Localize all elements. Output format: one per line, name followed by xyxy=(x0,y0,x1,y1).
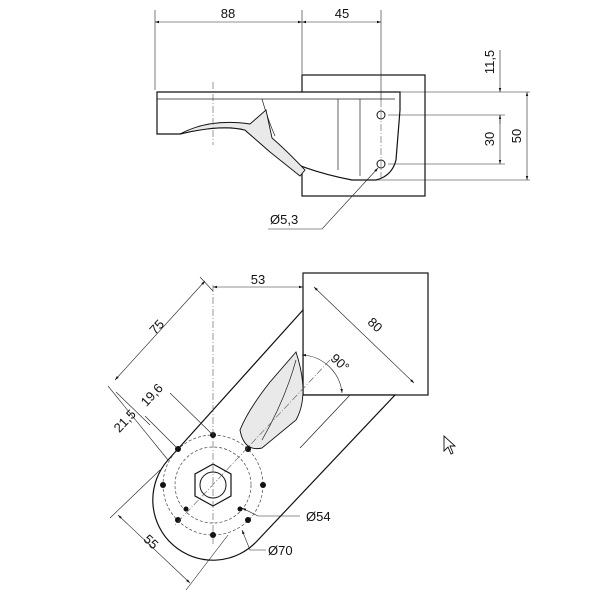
top-arm-pocket-inner xyxy=(261,359,297,441)
dim-line-55 xyxy=(117,514,191,584)
dim-line-75 xyxy=(114,280,206,381)
hub-bolt-hole xyxy=(245,517,251,523)
hub-bolt-hole xyxy=(260,482,266,488)
top-view: 53 75 80 90° 21,5 19,6 55 Ø54 Ø70 xyxy=(107,272,429,591)
dim-19-6-label: 19,6 xyxy=(138,381,166,410)
dim-30-label: 30 xyxy=(482,132,497,146)
angle-90-label: 90° xyxy=(328,351,353,375)
hub-bolt-hole xyxy=(160,482,166,488)
dim-50-label: 50 xyxy=(509,129,524,143)
side-view: 88 45 11,5 30 50 Ø5,3 xyxy=(154,6,530,230)
dim-line-21-5 xyxy=(115,391,151,426)
dim-75-label: 75 xyxy=(146,317,167,338)
dim-45-label: 45 xyxy=(335,6,349,21)
dim-21-5-label: 21,5 xyxy=(111,407,139,436)
leader-bolt-circle-70 xyxy=(241,529,266,551)
dim-80-label: 80 xyxy=(365,314,386,335)
side-arm-body xyxy=(156,91,401,181)
angle-arc-90 xyxy=(301,353,343,394)
mouse-pointer-icon xyxy=(443,434,457,455)
leader-bolt-circle-54 xyxy=(241,507,300,517)
hub-bolt-hole-inner xyxy=(183,506,189,512)
side-arm-web xyxy=(179,109,306,177)
hub-bolt-hole xyxy=(245,446,251,452)
dim-bolt-circle-54-label: Ø54 xyxy=(306,509,331,524)
dim-55-label: 55 xyxy=(141,531,162,552)
hub-bolt-circle-54 xyxy=(174,446,252,524)
hub-bolt-hole-inner xyxy=(237,506,243,512)
dim-88-label: 88 xyxy=(221,6,235,21)
top-mount-plate xyxy=(302,272,429,396)
top-arm-ridge xyxy=(299,394,351,449)
dim-hole-dia-label: Ø5,3 xyxy=(270,212,298,227)
dim-53-label: 53 xyxy=(251,272,265,287)
dim-line-80 xyxy=(313,286,415,384)
leader-hole-dia xyxy=(268,167,379,230)
dim-11-5-label: 11,5 xyxy=(482,50,497,74)
dim-bolt-circle-70-label: Ø70 xyxy=(268,543,293,558)
